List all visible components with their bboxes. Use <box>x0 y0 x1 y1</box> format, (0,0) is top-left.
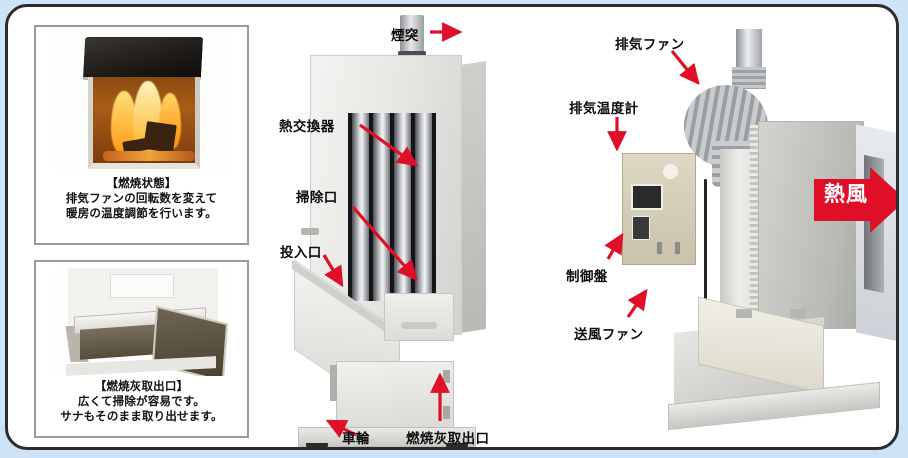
exchanger-tube <box>352 113 369 301</box>
wheel-caster <box>446 443 468 447</box>
furnace-front-view <box>608 29 896 439</box>
label-control-panel: 制御盤 <box>566 269 608 285</box>
label-exhaust-thermometer: 排気温度計 <box>569 101 639 117</box>
caption-line: 排気ファンの回転数を変えて <box>65 191 218 206</box>
switch-icon <box>632 216 650 240</box>
label-wheel: 車輪 <box>342 431 370 447</box>
name-plate <box>109 274 174 298</box>
power-cable <box>704 179 707 329</box>
ash-outlet-door <box>336 361 454 429</box>
caption-ash-outlet: 【燃焼灰取出口】 広くて掃除が容易です。 サナもそのまま取り出せます。 <box>36 379 247 425</box>
ash-door-latch <box>330 365 337 401</box>
furnace-side-view <box>288 15 503 447</box>
arrow-right-icon <box>814 167 896 233</box>
furnace-side-panel <box>460 60 486 334</box>
label-heat-exchanger: 熱交換器 <box>279 119 335 135</box>
door-handle <box>301 228 319 235</box>
chimney-stack <box>736 29 762 73</box>
hot-air-arrow: 熱風 <box>814 167 896 233</box>
photo-card-ash-outlet: 【燃焼灰取出口】 広くて掃除が容易です。 サナもそのまま取り出せます。 <box>34 260 249 438</box>
firebox-door <box>82 37 203 80</box>
firebox-burning-photo <box>53 33 230 173</box>
side-grate <box>750 125 760 327</box>
ember-bed <box>102 151 195 161</box>
caption-line: 広くて掃除が容易です。 <box>77 394 206 409</box>
label-input-port: 投入口 <box>280 245 322 261</box>
temperature-display <box>631 184 663 210</box>
ash-removal-door-photo <box>53 268 230 376</box>
caption-line: サナもそのまま取り出せます。 <box>60 409 223 424</box>
label-chimney: 煙突 <box>391 28 419 44</box>
wheel-caster <box>306 443 328 447</box>
chimney-flex-joint <box>732 67 766 89</box>
photo-card-combustion-state: 【燃焼状態】 排気ファンの回転数を変えて 暖房の温度調節を行います。 <box>34 25 249 245</box>
cleaning-port-door <box>384 293 454 341</box>
diagram-panel: 【燃焼状態】 排気ファンの回転数を変えて 暖房の温度調節を行います。 【燃焼灰取… <box>5 4 899 450</box>
knob-icon <box>675 242 680 254</box>
caption-heading: 【燃焼灰取出口】 <box>94 379 189 393</box>
firebox-interior <box>87 77 200 169</box>
hinge-icon <box>443 370 450 383</box>
hinge-icon <box>443 406 450 419</box>
exchanger-tube <box>394 113 411 301</box>
caption-line: 暖房の温度調節を行います。 <box>66 206 217 221</box>
chimney-stack <box>400 15 424 57</box>
label-exhaust-fan: 排気ファン <box>615 37 685 53</box>
exchanger-tube <box>373 113 390 301</box>
chimney-collar <box>398 51 426 58</box>
hinge-icon <box>736 309 752 318</box>
caption-heading: 【燃焼状態】 <box>106 176 177 190</box>
hot-air-label: 熱風 <box>824 182 868 206</box>
exchanger-tube <box>415 113 432 301</box>
caption-combustion-state: 【燃焼状態】 排気ファンの回転数を変えて 暖房の温度調節を行います。 <box>36 176 247 222</box>
knob-icon <box>657 242 662 254</box>
label-blower-fan: 送風ファン <box>574 327 644 343</box>
heat-exchanger-window <box>348 113 436 301</box>
cabinet-handle <box>844 225 855 275</box>
cleaning-port-handle <box>401 322 437 329</box>
gauge-icon <box>663 164 678 179</box>
label-ash-outlet: 燃焼灰取出口 <box>406 431 490 447</box>
hinge-icon <box>790 309 806 318</box>
control-panel-box <box>622 153 696 265</box>
label-cleaning-port: 掃除口 <box>296 190 338 206</box>
